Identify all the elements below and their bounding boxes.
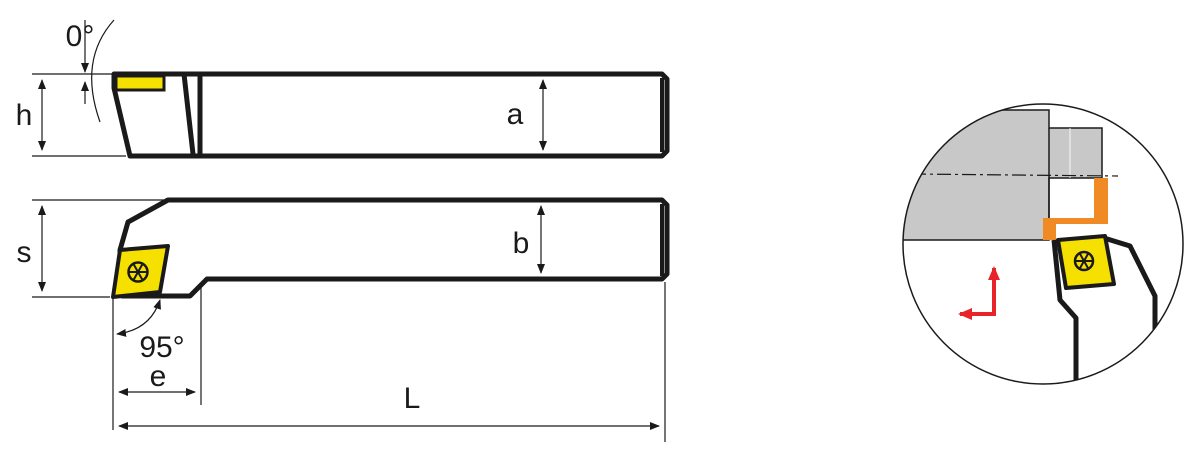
dim-s-label: s bbox=[17, 236, 32, 269]
top-view-shank bbox=[117, 197, 670, 299]
top-view: s b 95° e L bbox=[17, 197, 670, 442]
dim-e-label: e bbox=[150, 360, 167, 393]
feed-direction-arrows-icon bbox=[958, 266, 1000, 320]
dim-h-label: h bbox=[16, 99, 33, 132]
cut-layer bbox=[1043, 178, 1108, 240]
side-view-shank bbox=[111, 71, 670, 159]
dim-L-label: L bbox=[404, 382, 421, 415]
dim-a-label: a bbox=[507, 98, 524, 131]
side-view-insert bbox=[114, 74, 166, 92]
dim-b-label: b bbox=[513, 227, 530, 260]
rake-angle-label: 0° bbox=[66, 20, 95, 53]
approach-angle-label: 95° bbox=[139, 331, 184, 364]
side-view: h a 0° bbox=[16, 19, 670, 159]
hexagon-asterisk-icon bbox=[127, 261, 149, 283]
machining-detail-view bbox=[902, 103, 1184, 385]
